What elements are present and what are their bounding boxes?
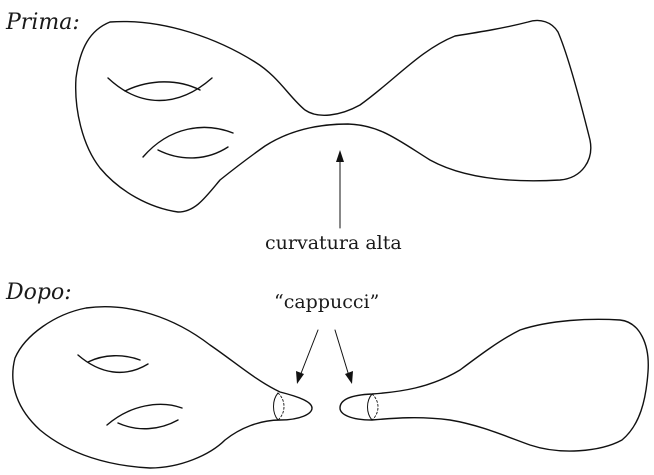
after-handle-upper-outer (78, 355, 148, 372)
before-handle-lower-inner (158, 147, 228, 158)
after-handle-lower-outer (107, 404, 182, 425)
left-cap-seam (274, 393, 279, 420)
caps-arrow-left-head (296, 371, 304, 384)
right-cap-seam (368, 394, 373, 420)
caps-arrow-right-head (345, 371, 353, 384)
left-cap-seam-hidden (278, 393, 284, 420)
before-handle-lower-outer (143, 127, 233, 157)
after-handle-upper-inner (88, 356, 140, 362)
after-left-surface-outline (13, 307, 312, 468)
caps-arrow-left-line (300, 330, 318, 376)
before-surface-outline (76, 20, 591, 212)
after-handle-lower-inner (118, 420, 178, 429)
caps-arrow-right-line (335, 330, 349, 376)
high-curvature-arrowhead (336, 150, 344, 162)
before-handle-upper-inner (125, 82, 200, 91)
right-cap-seam-hidden (372, 394, 378, 420)
after-right-surface-outline (340, 319, 648, 451)
